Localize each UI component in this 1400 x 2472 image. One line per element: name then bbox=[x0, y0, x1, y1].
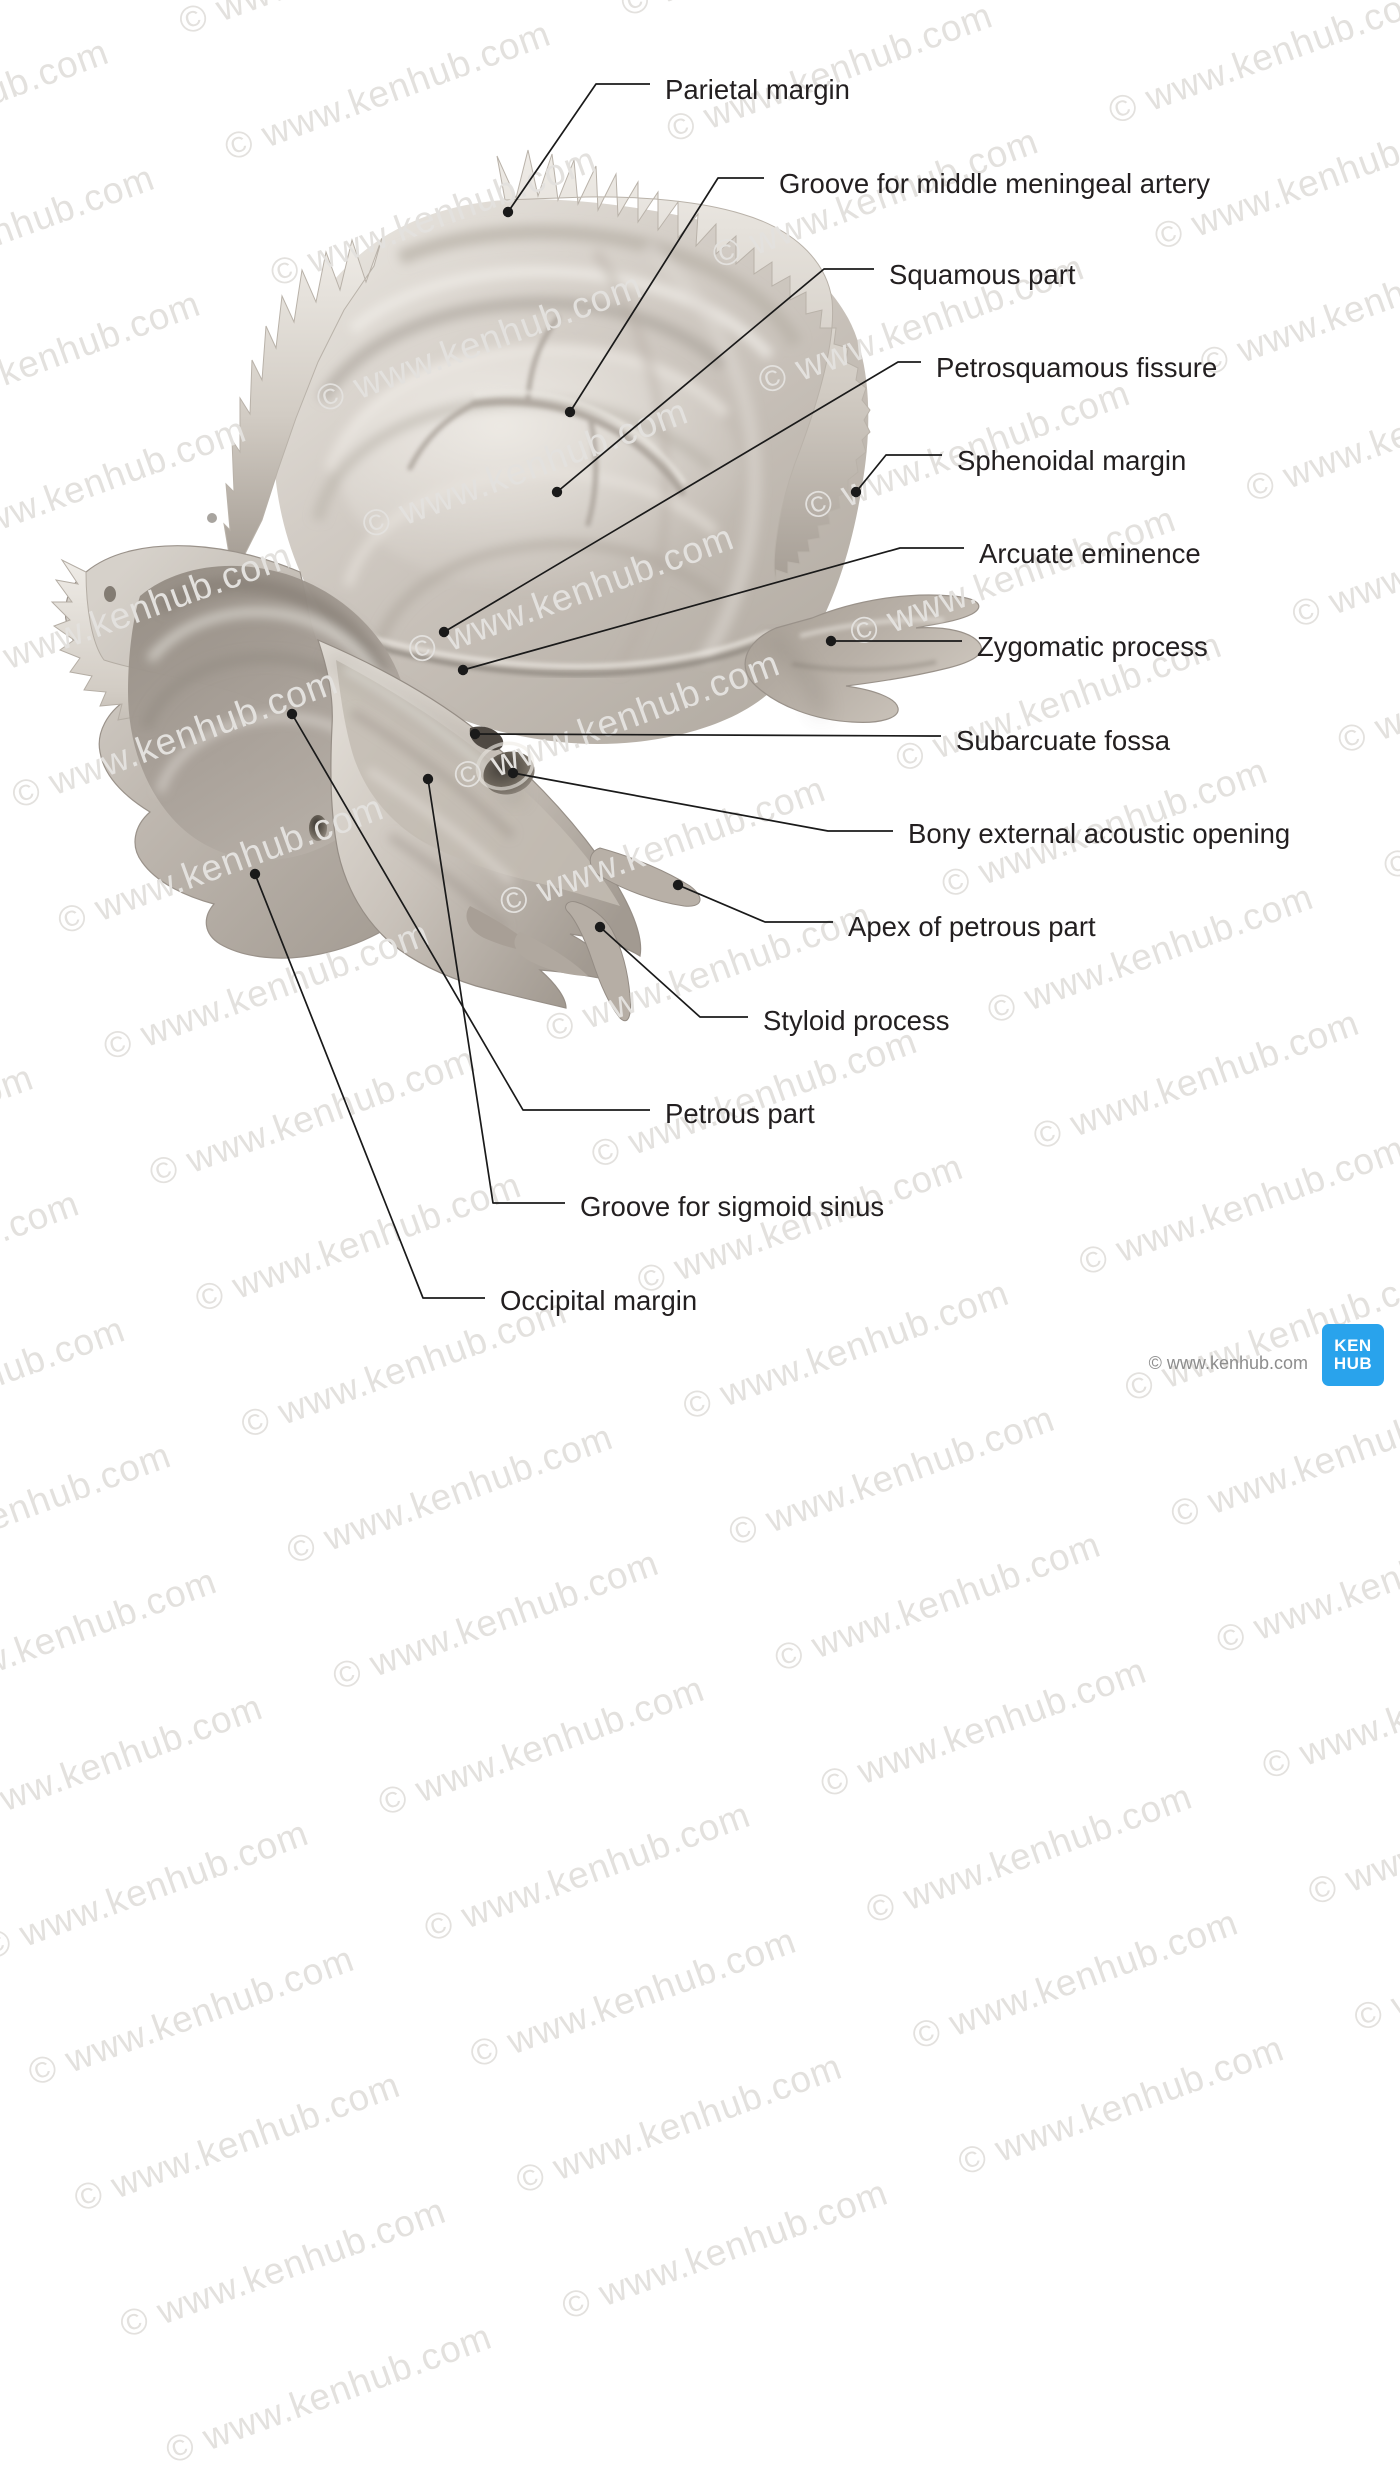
leader-line-occipital-margin bbox=[254, 873, 485, 1299]
leader-dot-arcuate-eminence bbox=[457, 664, 469, 676]
logo-line-two: HUB bbox=[1333, 1354, 1373, 1373]
label-parietal-margin: Parietal margin bbox=[665, 74, 850, 105]
label-subarcuate-fossa: Subarcuate fossa bbox=[956, 725, 1171, 756]
leader-line-subarcuate-fossa bbox=[474, 733, 941, 737]
tiny-foramen bbox=[207, 513, 217, 523]
groove-mma-highlight bbox=[474, 389, 686, 484]
label-apex-petrous-part: Apex of petrous part bbox=[848, 911, 1096, 942]
leader-dot-parietal-margin bbox=[502, 206, 514, 218]
apex-of-petrous-part bbox=[589, 847, 701, 907]
label-petrous-part: Petrous part bbox=[665, 1098, 815, 1129]
watermark-row: © www.kenhub.com© www.kenhub.com© www.ke… bbox=[114, 1757, 1400, 2346]
leader-dot-bony-eao bbox=[507, 767, 519, 779]
leader-line-sphenoidal-margin bbox=[855, 454, 942, 493]
leader-dot-squamous-part bbox=[551, 486, 563, 498]
figure-shadow bbox=[327, 635, 827, 805]
temporal-bone-illustration bbox=[50, 149, 982, 1022]
watermark-row: © www.kenhub.com© www.kenhub.com© www.ke… bbox=[22, 1505, 1400, 2094]
leader-dot-zygomatic-process bbox=[825, 635, 837, 647]
zygomatic-process bbox=[744, 594, 982, 723]
leader-lines-layer bbox=[249, 83, 964, 1299]
leader-line-petrosquamous-fissure bbox=[443, 361, 921, 633]
leader-dot-sphenoidal-margin bbox=[850, 486, 862, 498]
leader-line-squamous-part bbox=[556, 268, 874, 493]
label-occipital-margin: Occipital margin bbox=[500, 1285, 698, 1316]
leader-dot-subarcuate-fossa bbox=[469, 728, 481, 740]
label-sphenoidal-margin: Sphenoidal margin bbox=[957, 445, 1187, 476]
logo-line-one: KEN bbox=[1334, 1336, 1372, 1356]
petrosquamous-fissure-highlight bbox=[359, 630, 771, 669]
leader-line-petrous-part bbox=[291, 713, 650, 1111]
petrous-posterior-surface bbox=[336, 660, 620, 906]
label-styloid-process: Styloid process bbox=[763, 1005, 950, 1036]
kenhub-logo[interactable]: KEN HUB bbox=[1322, 1324, 1384, 1386]
small-foramen bbox=[104, 586, 116, 602]
copyright-notice: © www.kenhub.com bbox=[1148, 1353, 1308, 1373]
leader-line-parietal-margin bbox=[507, 83, 650, 213]
leader-dot-occipital-margin bbox=[249, 868, 261, 880]
zygomatic-relief bbox=[791, 617, 945, 672]
leader-dot-groove-mma bbox=[564, 406, 576, 418]
label-squamous-part: Squamous part bbox=[889, 259, 1076, 290]
leader-dot-groove-sigmoid-sinus bbox=[422, 773, 434, 785]
watermark-row: © www.kenhub.com© www.kenhub.com© www.ke… bbox=[68, 1631, 1400, 2220]
label-groove-mma: Groove for middle meningeal artery bbox=[779, 168, 1211, 199]
leader-dot-apex-petrous-part bbox=[672, 879, 684, 891]
leader-dot-styloid-process bbox=[594, 921, 606, 933]
squamous-surface-relief bbox=[312, 224, 803, 675]
leader-line-apex-petrous-part bbox=[677, 884, 833, 923]
parietal-margin-serrations bbox=[223, 149, 871, 583]
leader-line-bony-eao bbox=[512, 772, 893, 832]
label-petrosquamous-fissure: Petrosquamous fissure bbox=[936, 352, 1218, 383]
leader-line-styloid-process bbox=[599, 926, 748, 1018]
mastoid-foramen bbox=[309, 815, 327, 841]
label-bony-eao: Bony external acoustic opening bbox=[908, 818, 1291, 849]
leader-line-arcuate-eminence bbox=[462, 547, 964, 671]
label-arcuate-eminence: Arcuate eminence bbox=[979, 538, 1201, 569]
watermark-row: © www.kenhub.com© www.kenhub.com© www.ke… bbox=[160, 1883, 1400, 2472]
label-zygomatic-process: Zygomatic process bbox=[977, 631, 1208, 662]
leader-line-groove-sigmoid-sinus bbox=[427, 778, 565, 1204]
styloid-process bbox=[565, 901, 631, 1022]
petrosquamous-fissure-line bbox=[359, 637, 771, 677]
inferior-crest-2 bbox=[514, 932, 588, 976]
label-groove-sigmoid-sinus: Groove for sigmoid sinus bbox=[580, 1191, 885, 1222]
leader-dot-petrous-part bbox=[286, 708, 298, 720]
leader-dot-petrosquamous-fissure bbox=[438, 626, 450, 638]
leader-line-groove-mma bbox=[569, 177, 764, 413]
